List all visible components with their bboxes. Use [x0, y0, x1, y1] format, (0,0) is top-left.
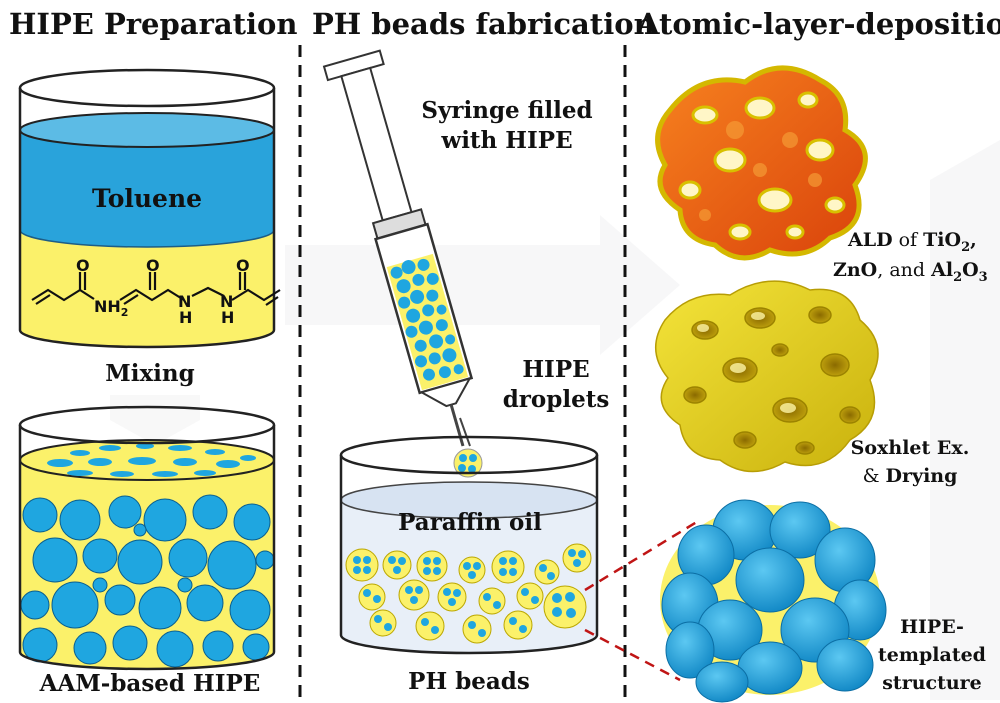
label-syringe-line2: with HIPE: [440, 127, 572, 154]
label-ald-line1: ALD of TiO2,: [847, 229, 977, 255]
label-syringe-line1: Syringe filled: [421, 97, 592, 124]
beaker-hipe: [18, 405, 276, 671]
syringe: [322, 49, 474, 447]
header-atomic-layer-deposition: Atomic-layer-deposition: [636, 7, 1000, 41]
hipe-templated-structure: [660, 499, 887, 703]
label-soxhlet-line2: & Drying: [863, 465, 958, 487]
hipe-surface-droplets: [47, 443, 256, 477]
label-soxhlet-line1: Soxhlet Ex.: [851, 437, 970, 459]
ph-beads: [345, 543, 592, 644]
zoom-line-bottom: [584, 628, 681, 682]
label-toluene: Toluene: [92, 184, 202, 213]
beaker-toluene-monomer: [18, 68, 276, 349]
header-hipe-preparation: HIPE Preparation: [9, 7, 298, 41]
label-droplets-line1: HIPE: [522, 356, 589, 383]
falling-droplet: [453, 448, 483, 478]
bisacrylamide-structure: [119, 272, 281, 306]
label-droplets-line2: droplets: [503, 386, 610, 413]
label-paraffin-oil: Paraffin oil: [398, 509, 542, 536]
chem-label-n1: N: [178, 292, 191, 311]
syringe-hipe-droplets: [390, 258, 464, 381]
header-ph-beads-fabrication: PH beads fabrication: [312, 7, 655, 41]
hipe-droplets: [20, 494, 275, 668]
chem-label-n2: N: [220, 292, 233, 311]
acrylamide-structure: [31, 272, 95, 305]
chem-label-o2: O: [146, 256, 160, 275]
ald-coated-scaffold: [655, 65, 868, 261]
porous-scaffold: [654, 280, 879, 473]
label-templated-line1: HIPE-: [900, 616, 964, 638]
label-templated-line2: templated: [878, 644, 986, 666]
zoom-line-top: [584, 518, 701, 592]
label-aam-based-hipe: AAM-based HIPE: [39, 670, 261, 697]
label-templated-line3: structure: [882, 672, 982, 694]
chem-label-o3: O: [236, 256, 250, 275]
label-ph-beads: PH beads: [408, 668, 530, 695]
chem-label-h1: H: [179, 308, 192, 327]
chem-label-nh2: NH2: [94, 297, 128, 319]
label-mixing: Mixing: [105, 360, 194, 387]
needle-tip: [459, 417, 471, 447]
chem-label-h2: H: [221, 308, 234, 327]
chem-label-o1: O: [76, 256, 90, 275]
label-ald-line2: ZnO, and Al2O3: [833, 259, 988, 285]
